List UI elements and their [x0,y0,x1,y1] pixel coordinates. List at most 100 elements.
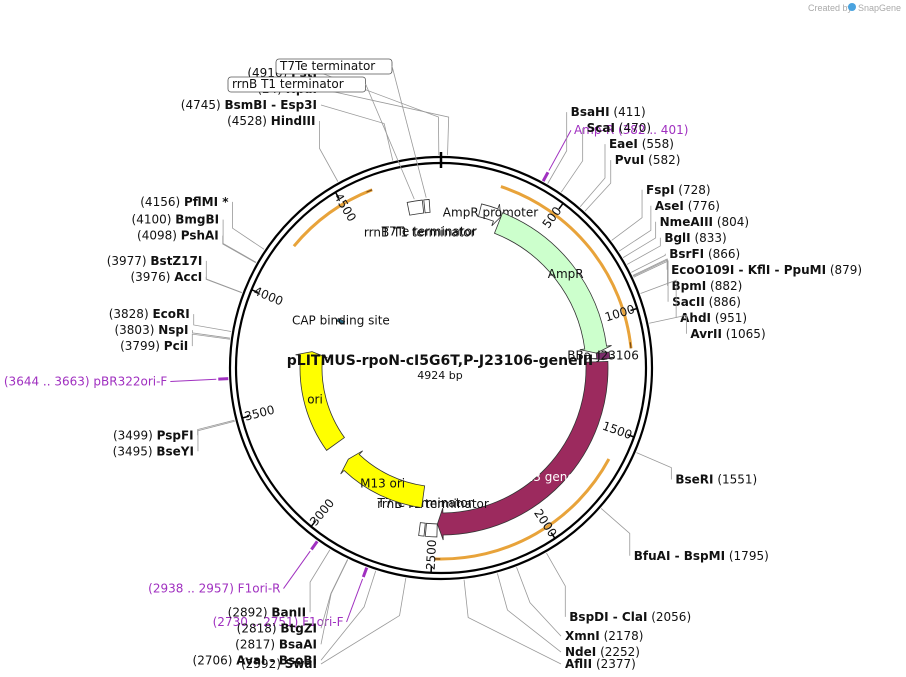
site-name: BglI [664,231,690,245]
site-position: (951) [711,311,747,325]
site-name: AseI [655,199,684,213]
site-label: (3499) PspFI [113,428,194,442]
site-name: BmgBI [175,213,219,227]
site-position: (558) [638,137,674,151]
orf-arcs [292,185,633,561]
site-leader [320,88,450,156]
site-label: (2592) SwaI [241,657,317,671]
site-leader [631,253,666,273]
tick-label: 4000 [252,284,286,309]
site-leader [193,314,232,332]
orf-arc [292,188,373,248]
primer-leader [170,378,217,382]
tick-mark [558,202,564,210]
tick-label: 1000 [603,302,636,324]
site-position: (776) [684,199,720,213]
feature-label: rrnB T1 terminator [364,226,476,240]
site-name: AccI [174,270,202,284]
site-label: EaeI (558) [609,137,674,151]
tick-mark [550,532,556,539]
tick-mark [627,433,635,438]
tick-label: 3500 [243,403,276,424]
site-label: BfuAI - BspMI (1795) [634,549,769,563]
feature-t7te-terminator [418,522,426,537]
site-position: (470) [615,121,651,135]
site-position: (804) [713,215,749,229]
site-label: AvrII (1065) [690,327,765,341]
boxed-label-text: rrnB T1 terminator [232,77,344,91]
feature-label: M13 ori [360,477,405,491]
orf-arrow-tip [629,342,632,349]
site-name: BpmI [672,279,707,293]
tick-label: 1500 [601,419,634,442]
site-position: (879) [826,263,862,277]
restriction-sites: BsaHI (411)ScaI (470)EaeI (558)PvuI (582… [107,66,862,671]
backbone-ring [228,152,654,581]
site-position: (833) [691,231,727,245]
feature-ampr-promoter [477,203,502,227]
site-name: BspDI - ClaI [569,610,647,624]
site-name: BtgZI [280,621,317,635]
site-position: (1065) [722,327,766,341]
site-name: BstZ17I [150,254,202,268]
primer-mark [541,171,550,182]
feature-label: BBa_J23106 [567,349,639,363]
feature-label: CAP binding site [292,314,390,328]
site-leader [320,570,377,661]
site-label: (4156) PflMI * [140,195,229,209]
feature-m13-ori [340,450,426,509]
site-leader [309,549,331,613]
primer-label: Amp-R (382 .. 401) [574,123,688,137]
site-leader [191,333,230,347]
site-label: FspI (728) [646,183,711,197]
site-position: (3499) [113,428,157,442]
site-leader [633,259,668,286]
site-name: BanII [271,605,306,619]
site-label: NdeI (2252) [565,645,640,659]
snapgene-logo-icon [848,3,856,11]
site-name: ScaI [587,121,615,135]
tick-label: 3000 [307,496,337,529]
site-name: AflII [565,657,592,671]
site-label: EcoO109I - KflI - PpuMI (879) [671,263,862,277]
site-name: SacII [672,295,705,309]
site-name: BfuAI - BspMI [634,549,725,563]
site-name: NmeAIII [660,215,713,229]
site-name: AvrII [690,327,722,341]
orf-arc [500,185,633,349]
feature-bba-j23106 [591,351,615,361]
site-position: (3799) [120,339,164,353]
site-leader [497,573,562,653]
site-position: (886) [705,295,741,309]
tick-label: 2500 [424,539,439,570]
site-leader [192,330,231,339]
site-leader [320,104,394,161]
site-leader [463,579,562,665]
site-position: (4156) [140,195,184,209]
site-label: AflII (2377) [565,657,636,671]
feature-ampr [493,212,612,354]
site-label: BpmI (882) [672,279,743,293]
site-label: (4528) HindIII [227,114,315,128]
site-leader [320,578,407,665]
site-label: XmnI (2178) [565,629,643,643]
site-name: AhdI [680,311,711,325]
site-label: BsaHI (411) [571,105,646,119]
tick-mark [251,289,259,294]
site-position: (1795) [725,549,769,563]
snapgene-credit: Created by SnapGene [808,3,901,13]
credit-brand: SnapGene [858,3,901,13]
site-leader [636,452,672,480]
feature-label: AmpR promoter [443,206,538,220]
plasmid-length: 4924 bp [417,369,462,382]
site-name: BseRI [675,473,713,487]
site-name: XmnI [565,629,600,643]
site-label: SacII (886) [672,295,741,309]
site-label: (4100) BmgBI [132,213,220,227]
site-label: (3828) EcoRI [109,307,190,321]
site-leader [319,121,339,182]
site-leader [205,276,242,294]
site-name: EcoO109I - KflI - PpuMI [671,263,826,277]
